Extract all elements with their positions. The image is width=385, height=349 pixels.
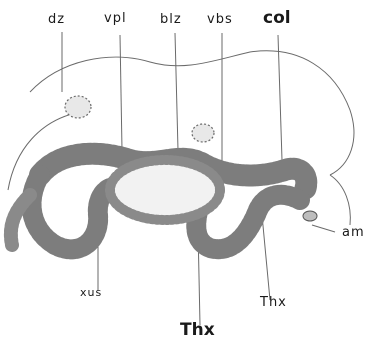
leader-vpl	[120, 35, 122, 150]
right-membrane-outline	[330, 175, 350, 225]
leader-thx-light	[262, 215, 270, 300]
label-thx-light: Thx	[260, 296, 287, 309]
leader-am	[312, 225, 335, 232]
label-am: am	[342, 226, 365, 239]
label-blz: blz	[160, 13, 182, 26]
am-cell-cluster	[303, 211, 317, 221]
label-vpl: vpl	[104, 12, 127, 25]
leader-col	[278, 35, 282, 160]
label-col: col	[263, 10, 291, 27]
vbs-cell-cluster	[192, 124, 214, 142]
dz-cell-cluster	[65, 96, 91, 118]
leader-blz	[175, 33, 178, 150]
label-dz: dz	[48, 13, 65, 26]
central-cell-mass	[110, 160, 220, 220]
label-thx-bold: Thx	[180, 322, 215, 339]
label-xus: xus	[80, 287, 102, 298]
label-vbs: vbs	[207, 13, 233, 26]
